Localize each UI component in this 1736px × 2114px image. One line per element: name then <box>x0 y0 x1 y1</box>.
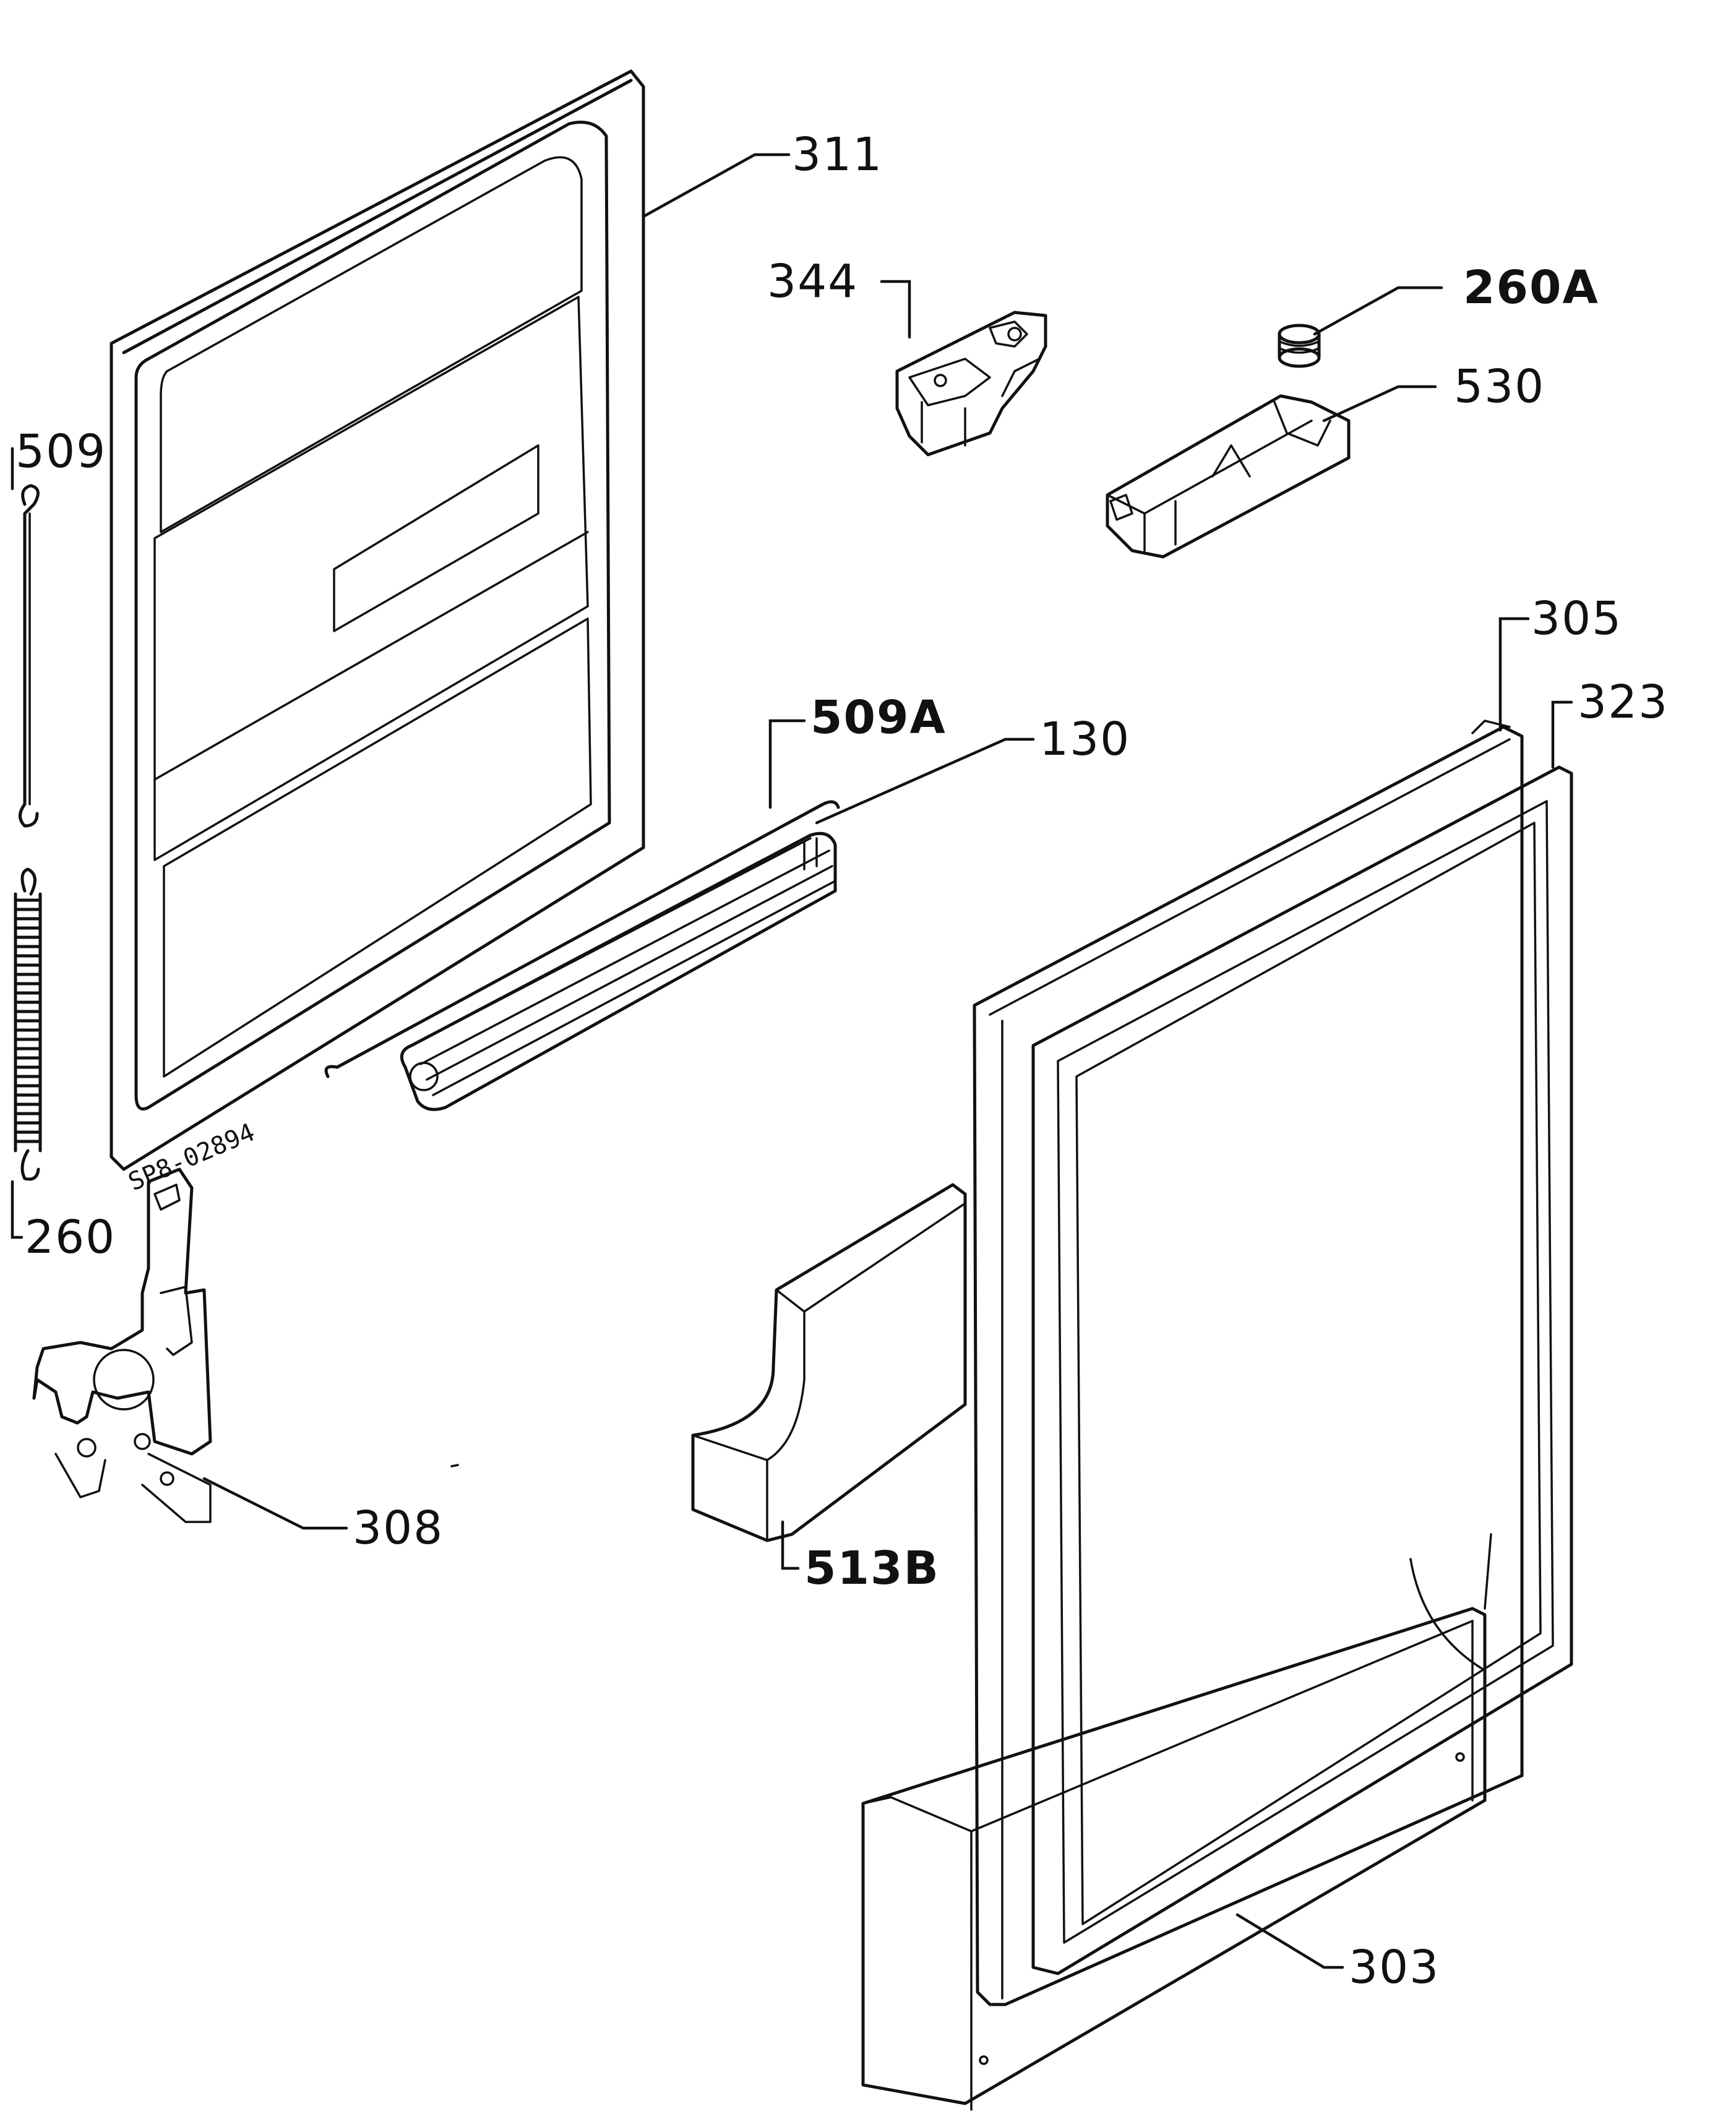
door-seal-130 <box>400 831 837 1111</box>
stray-mark <box>450 1464 459 1467</box>
hinge-308 <box>32 1167 212 1523</box>
label-305: 305 <box>1531 592 1622 645</box>
small-spring-260a <box>1278 324 1321 368</box>
inner-door-panel-311 <box>110 69 645 1171</box>
label-513b: 513B <box>804 1542 940 1595</box>
callout-labels: 311 344 260A 530 509 305 323 509A 130 26… <box>15 128 1669 1994</box>
label-308: 308 <box>353 1502 444 1555</box>
label-130: 130 <box>1039 713 1130 766</box>
label-509: 509 <box>15 425 106 478</box>
base-plate-303 <box>861 1533 1492 2111</box>
label-311: 311 <box>792 128 883 181</box>
insulation-block-513b <box>691 1183 967 1542</box>
leader-lines <box>11 153 1573 1969</box>
latch-344 <box>895 311 1047 457</box>
inner-frame-323 <box>1031 765 1573 1975</box>
label-344: 344 <box>767 255 858 308</box>
label-323: 323 <box>1578 676 1669 729</box>
label-303: 303 <box>1349 1941 1440 1994</box>
coil-spring-260 <box>14 867 42 1181</box>
outer-frame-305 <box>973 720 1524 2006</box>
label-530: 530 <box>1454 360 1545 413</box>
label-260a: 260A <box>1463 261 1599 314</box>
spring-rod-509 <box>19 484 40 828</box>
rod-509a <box>324 800 840 1078</box>
lock-assembly-530 <box>1106 394 1351 559</box>
label-260: 260 <box>25 1211 116 1264</box>
label-509a: 509A <box>810 691 947 744</box>
